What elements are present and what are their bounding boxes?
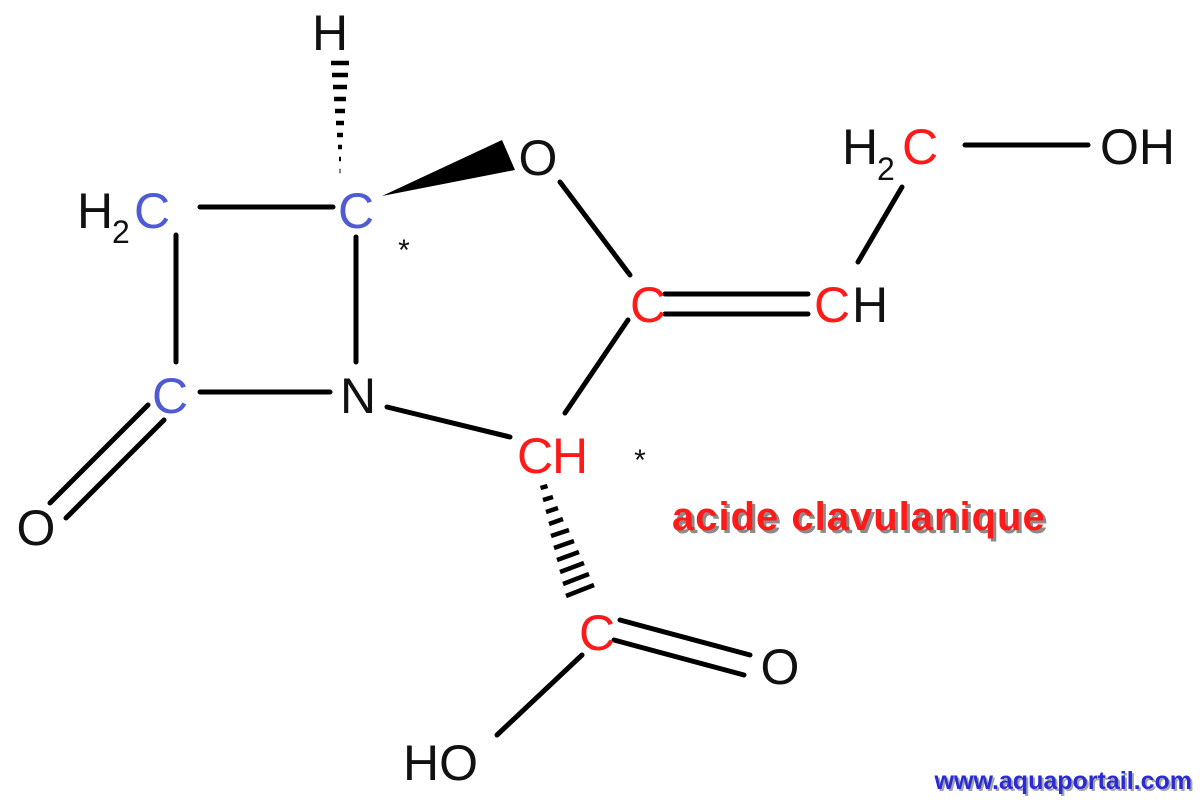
- compound-name-shadow: acide clavulanique: [675, 498, 1049, 542]
- hashed-bond-c1-h: [331, 60, 349, 174]
- hashed-bond-ch-cacid: [539, 483, 595, 599]
- atom-ho-acid: HO: [403, 735, 478, 791]
- atom-h-vinyl: H: [852, 277, 888, 333]
- bond-carbonyl-o-1: [47, 402, 151, 506]
- bond-n-ch: [384, 404, 513, 440]
- bond-cacid-o-1: [617, 617, 753, 658]
- atom-h-ch2-left-subscript: 2: [112, 214, 130, 250]
- atom-c-acid: C: [579, 605, 615, 661]
- atom-c-ch2-left: C: [134, 183, 170, 239]
- bond-cacid-oh: [494, 652, 585, 738]
- atom-c-ch-stereo-2: C: [517, 428, 553, 484]
- atom-h-ch-stereo-2: H: [552, 428, 588, 484]
- atom-oh-top: OH: [1100, 119, 1175, 175]
- bond-chvinyl-ch2: [855, 184, 905, 265]
- compound-name: acide clavulanique: [672, 495, 1046, 539]
- atom-c-ch2-top: C: [902, 119, 938, 175]
- stereo-mark-2: *: [634, 444, 646, 477]
- watermark-shadow: www.aquaportail.com: [936, 769, 1194, 797]
- watermark: www.aquaportail.com: [934, 767, 1192, 795]
- bond-o-cenol: [557, 179, 633, 278]
- atom-o-ring: O: [519, 130, 558, 186]
- atom-h-ch2-top: H: [842, 119, 878, 175]
- atom-h-ch2-left: H: [77, 183, 113, 239]
- atom-h-top: H: [312, 5, 348, 61]
- atom-n-ring: N: [340, 368, 376, 424]
- atom-labels: H C O H 2 C C O N C H C C H H 2 C OH C O…: [17, 5, 1175, 791]
- atom-o-acid: O: [761, 639, 800, 695]
- bond-cenol-ch: [562, 317, 631, 416]
- atom-c-stereo-1: C: [338, 183, 374, 239]
- atom-c-enol: C: [630, 277, 666, 333]
- atom-o-carbonyl-ring: O: [17, 500, 56, 556]
- atom-c-carbonyl-ring: C: [152, 368, 188, 424]
- atom-h-ch2-top-subscript: 2: [877, 151, 895, 187]
- bond-carbonyl-o-2: [63, 417, 167, 521]
- stereo-mark-1: *: [398, 234, 410, 267]
- bonds: [47, 60, 1091, 738]
- wedge-bond-c1-o: [382, 140, 515, 196]
- bond-cacid-o-2: [611, 637, 747, 678]
- atom-c-vinyl: C: [814, 277, 850, 333]
